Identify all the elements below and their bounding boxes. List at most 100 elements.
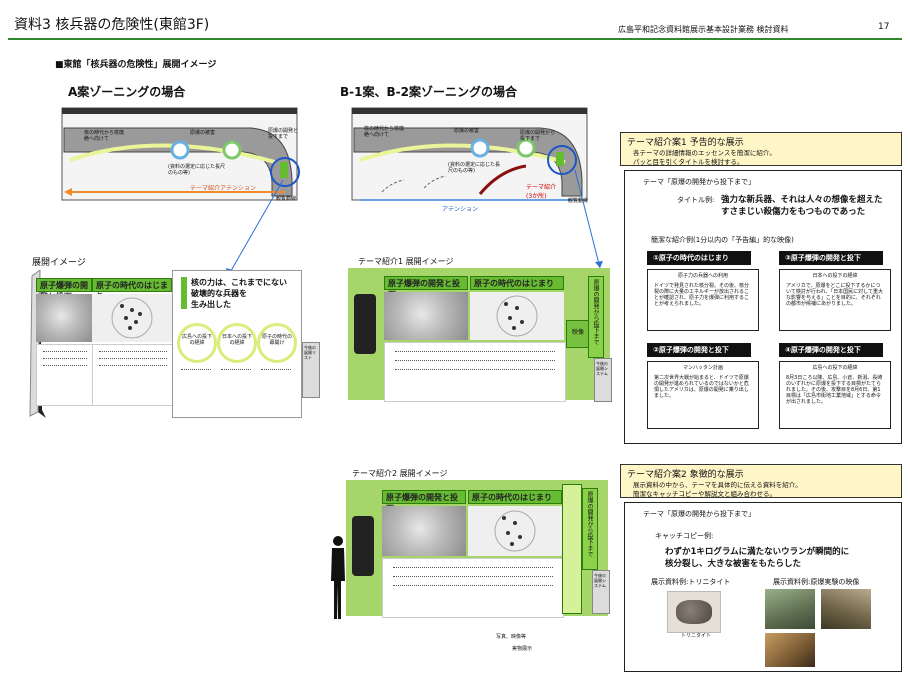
theme2-catch-1: わずか1キログラムに満たないウランが瞬間的に bbox=[665, 547, 850, 557]
plan-a-heading: A案ゾーニングの場合 bbox=[68, 85, 186, 99]
tenkai-wall: 原子爆弾の開発と投下 原子の時代のはじまり 核の力は、これまでにない 破壊的な兵… bbox=[22, 270, 320, 420]
theme2-silhouette bbox=[352, 516, 374, 576]
theme2-panel2-head: 原子の時代のはじまり bbox=[468, 490, 562, 504]
tenkai-title: 展開イメージ bbox=[32, 258, 86, 268]
plan-b-label-route: 観覧動線 bbox=[568, 198, 589, 204]
theme2-scene-title: テーマ紹介2 展開イメージ bbox=[352, 469, 448, 478]
theme2-box-body: テーマ「原爆の開発から投下まで」 キャッチコピー例: わずか1キログラムに満たな… bbox=[624, 502, 902, 672]
theme1-video-box: 映像 bbox=[566, 320, 590, 348]
theme2-box-header: テーマ紹介案2 象徴的な展示 展示資料の中から、テーマを具体的に伝える資料を紹介… bbox=[620, 464, 902, 498]
theme1-box-desc1: 各テーマの詳細情報のエッセンスを簡潔に紹介。 bbox=[633, 149, 776, 157]
theme1-card-1: ①原子の時代のはじまり 原子力の兵器への利用 ドイツで発見された核分裂。その後、… bbox=[647, 251, 759, 335]
tenkai-copy-line2: 破壊的な兵器を bbox=[191, 289, 247, 298]
test-footage-photo-3 bbox=[765, 633, 815, 667]
theme1-title-example-1: 強力な新兵器、それは人々の想像を超えた bbox=[721, 195, 883, 205]
card-3-sub: 日本への投下の経緯 bbox=[812, 273, 858, 279]
theme1-box: テーマ紹介案1 予告的な展示 各テーマの詳細情報のエッセンスを簡潔に紹介。 パッ… bbox=[620, 132, 902, 444]
tenkai-circle-3: 原子の時代の幕開け bbox=[257, 323, 297, 363]
theme1-vertical-panel: 原爆の開発から投下まで bbox=[588, 276, 604, 358]
card-4-head: ④原子爆弾の開発と投下 bbox=[779, 343, 883, 357]
plan-b-label-damage: 原爆の被害 bbox=[454, 128, 480, 134]
tenkai-photo-cloud bbox=[36, 294, 92, 342]
page-number: 17 bbox=[878, 22, 890, 32]
theme1-intro-example: 簡潔な紹介例(1分以内の「予告編」的な映像) bbox=[651, 236, 794, 244]
theme1-panel2-head: 原子の時代のはじまり bbox=[470, 276, 564, 290]
theme2-panel1-head: 原子爆弾の開発と投下 bbox=[382, 490, 466, 513]
tenkai-text-area-1 bbox=[36, 344, 94, 406]
card-3-head: ③原子爆弾の開発と投下 bbox=[779, 251, 883, 265]
document-subtitle: 広島平和記念資料館展示基本設計業務 検討資料 bbox=[618, 25, 789, 34]
plan-b-floorplan: 核の時代から核廃絶へ向けて 原爆の被害 原爆の開発から投下まで (資料の選定に応… bbox=[330, 100, 600, 213]
theme1-card-2: ②原子爆弾の開発と投下 マンハッタン計画 第二次世界大戦が始まると、ドイツで原爆… bbox=[647, 343, 759, 433]
section-title: ■東館「核兵器の危険性」展開イメージ bbox=[55, 60, 217, 70]
plan-b-label-attention: アテンション bbox=[442, 206, 479, 213]
theme2-display-case bbox=[562, 484, 582, 614]
tenkai-photo-diagram bbox=[92, 294, 172, 342]
plan-a-label-damage: 原爆の被害 bbox=[190, 130, 216, 136]
tenkai-copy-line1: 核の力は、これまでにない bbox=[191, 278, 287, 287]
theme2-note-photo: 写真、映像等 bbox=[496, 634, 527, 640]
tenkai-panel1-head: 原子爆弾の開発と投下 bbox=[36, 278, 92, 301]
theme1-theme-line: テーマ「原爆の開発から投下まで」 bbox=[643, 178, 755, 186]
theme2-text-area bbox=[382, 558, 564, 618]
theme1-silhouette bbox=[354, 294, 376, 354]
theme2-photo-diagram bbox=[468, 506, 562, 556]
theme1-card-3: ③原子爆弾の開発と投下 日本への投下の経緯 アメリカで、原爆をどこに投下するかに… bbox=[779, 251, 891, 335]
theme2-scene: 原子爆弾の開発と投下 原子の時代のはじまり 原爆の開発から投下まで 今後の展開シ… bbox=[346, 480, 610, 640]
theme2-vertical-panel: 原爆の開発から投下まで bbox=[582, 488, 598, 570]
card-4-sub: 広島への投下の経緯 bbox=[812, 365, 858, 371]
tenkai-text-area-2 bbox=[92, 344, 174, 406]
theme1-box-body: テーマ「原爆の開発から投下まで」 タイトル例: 強力な新兵器、それは人々の想像を… bbox=[624, 170, 902, 444]
card-1-head: ①原子の時代のはじまり bbox=[647, 251, 751, 265]
theme2-box-title: テーマ紹介案2 象徴的な展示 bbox=[627, 470, 744, 480]
theme2-catch-label: キャッチコピー例: bbox=[655, 532, 714, 540]
theme2-material2-label: 展示資料例:原爆実験の映像 bbox=[773, 578, 860, 586]
theme2-material1-label: 展示資料例:トリニタイト bbox=[651, 578, 731, 586]
theme1-side-panel: 今後の展開システム bbox=[594, 358, 612, 402]
card-1-sub: 原子力の兵器への利用 bbox=[677, 273, 728, 279]
theme1-panel1-head: 原子爆弾の開発と投下 bbox=[384, 276, 468, 299]
trinitite-caption: トリニタイト bbox=[681, 633, 712, 639]
theme1-text-area bbox=[384, 342, 566, 402]
card-2-body: 第二次世界大戦が始まると、ドイツで原爆の開発が進められているのではないかと危惧し… bbox=[654, 375, 749, 399]
theme1-box-header: テーマ紹介案1 予告的な展示 各テーマの詳細情報のエッセンスを簡潔に紹介。 パッ… bbox=[620, 132, 902, 166]
tenkai-circle-2: 日本への投下の経緯 bbox=[217, 323, 257, 363]
header-rule bbox=[8, 38, 902, 40]
theme1-card-4: ④原子爆弾の開発と投下 広島への投下の経緯 8月3日ころ以降、広島、小倉、新潟、… bbox=[779, 343, 891, 433]
theme1-photo-cloud bbox=[384, 292, 468, 340]
test-footage-photo-2 bbox=[821, 589, 871, 629]
theme1-scene-title: テーマ紹介1 展開イメージ bbox=[358, 257, 454, 266]
plan-b-label-bomb-dev: 原爆の開発から投下まで bbox=[520, 130, 556, 142]
card-3-body: アメリカで、原爆をどこに投下するかについて検討が行われ、「日本国民に対して重大な… bbox=[786, 283, 884, 307]
tenkai-circle-1: 広島への投下の経緯 bbox=[177, 323, 217, 363]
test-footage-photo-1 bbox=[765, 589, 815, 629]
tenkai-copy-line3: 生み出した bbox=[191, 300, 231, 309]
card-1-body: ドイツで発見された核分裂。その後、核分裂の際に大量のエネルギーが放出されることが… bbox=[654, 283, 750, 307]
theme2-box-desc2: 簡潔なキャッチコピーや解説文と組み合わせる。 bbox=[633, 490, 776, 498]
theme2-photo-cloud bbox=[382, 506, 466, 556]
theme1-photo-diagram bbox=[470, 292, 564, 340]
theme2-note-real: 実物展示 bbox=[512, 646, 533, 652]
plan-a-label-bomb-dev: 原爆の開発と投下まで bbox=[268, 128, 299, 140]
plan-a-floorplan: 核の時代から核廃絶へ向けて 原爆の被害 原爆の開発と投下まで (資料の選定に応じ… bbox=[40, 100, 310, 212]
plan-b-label-theme: テーマ紹介(3か所) bbox=[526, 184, 557, 200]
tenkai-side-panel: 今後の展開リスト bbox=[302, 342, 320, 398]
theme1-scene: 原子爆弾の開発と投下 原子の時代のはじまり 映像 原爆の開発から投下まで 今後の… bbox=[348, 268, 612, 414]
theme1-title-label: タイトル例: bbox=[677, 196, 715, 204]
plan-a-label-materials: (資料の選定に応じた長尺のもの等) bbox=[168, 164, 225, 176]
plan-a-label-route: 観覧動線 bbox=[276, 196, 297, 202]
theme1-title-example-2: すさまじい殺傷力をもつものであった bbox=[721, 207, 866, 217]
card-2-sub: マンハッタン計画 bbox=[682, 365, 723, 371]
page-title: 資料3 核兵器の危険性(東館3F) bbox=[14, 17, 210, 33]
theme2-human-silhouette bbox=[330, 535, 346, 619]
plan-a-label-attention: テーマ紹介アテンション bbox=[190, 185, 257, 192]
theme2-box: テーマ紹介案2 象徴的な展示 展示資料の中から、テーマを具体的に伝える資料を紹介… bbox=[620, 464, 902, 674]
theme1-box-title: テーマ紹介案1 予告的な展示 bbox=[627, 138, 744, 148]
card-4-body: 8月3日ころ以降、広島、小倉、新潟、長崎のいずれかに原爆を投下する目標がたてられ… bbox=[786, 375, 883, 405]
tenkai-panel2-head: 原子の時代のはじまり bbox=[92, 278, 172, 301]
tenkai-copy-panel: 核の力は、これまでにない 破壊的な兵器を 生み出した 広島への投下の経緯 日本へ… bbox=[172, 270, 302, 418]
theme2-box-desc1: 展示資料の中から、テーマを具体的に伝える資料を紹介。 bbox=[633, 481, 802, 489]
trinitite-photo bbox=[667, 591, 721, 633]
plan-a-label-atom-age: 核の時代から核廃絶へ向けて bbox=[84, 130, 125, 142]
theme2-side-panel: 今後の展開システム bbox=[592, 570, 610, 614]
